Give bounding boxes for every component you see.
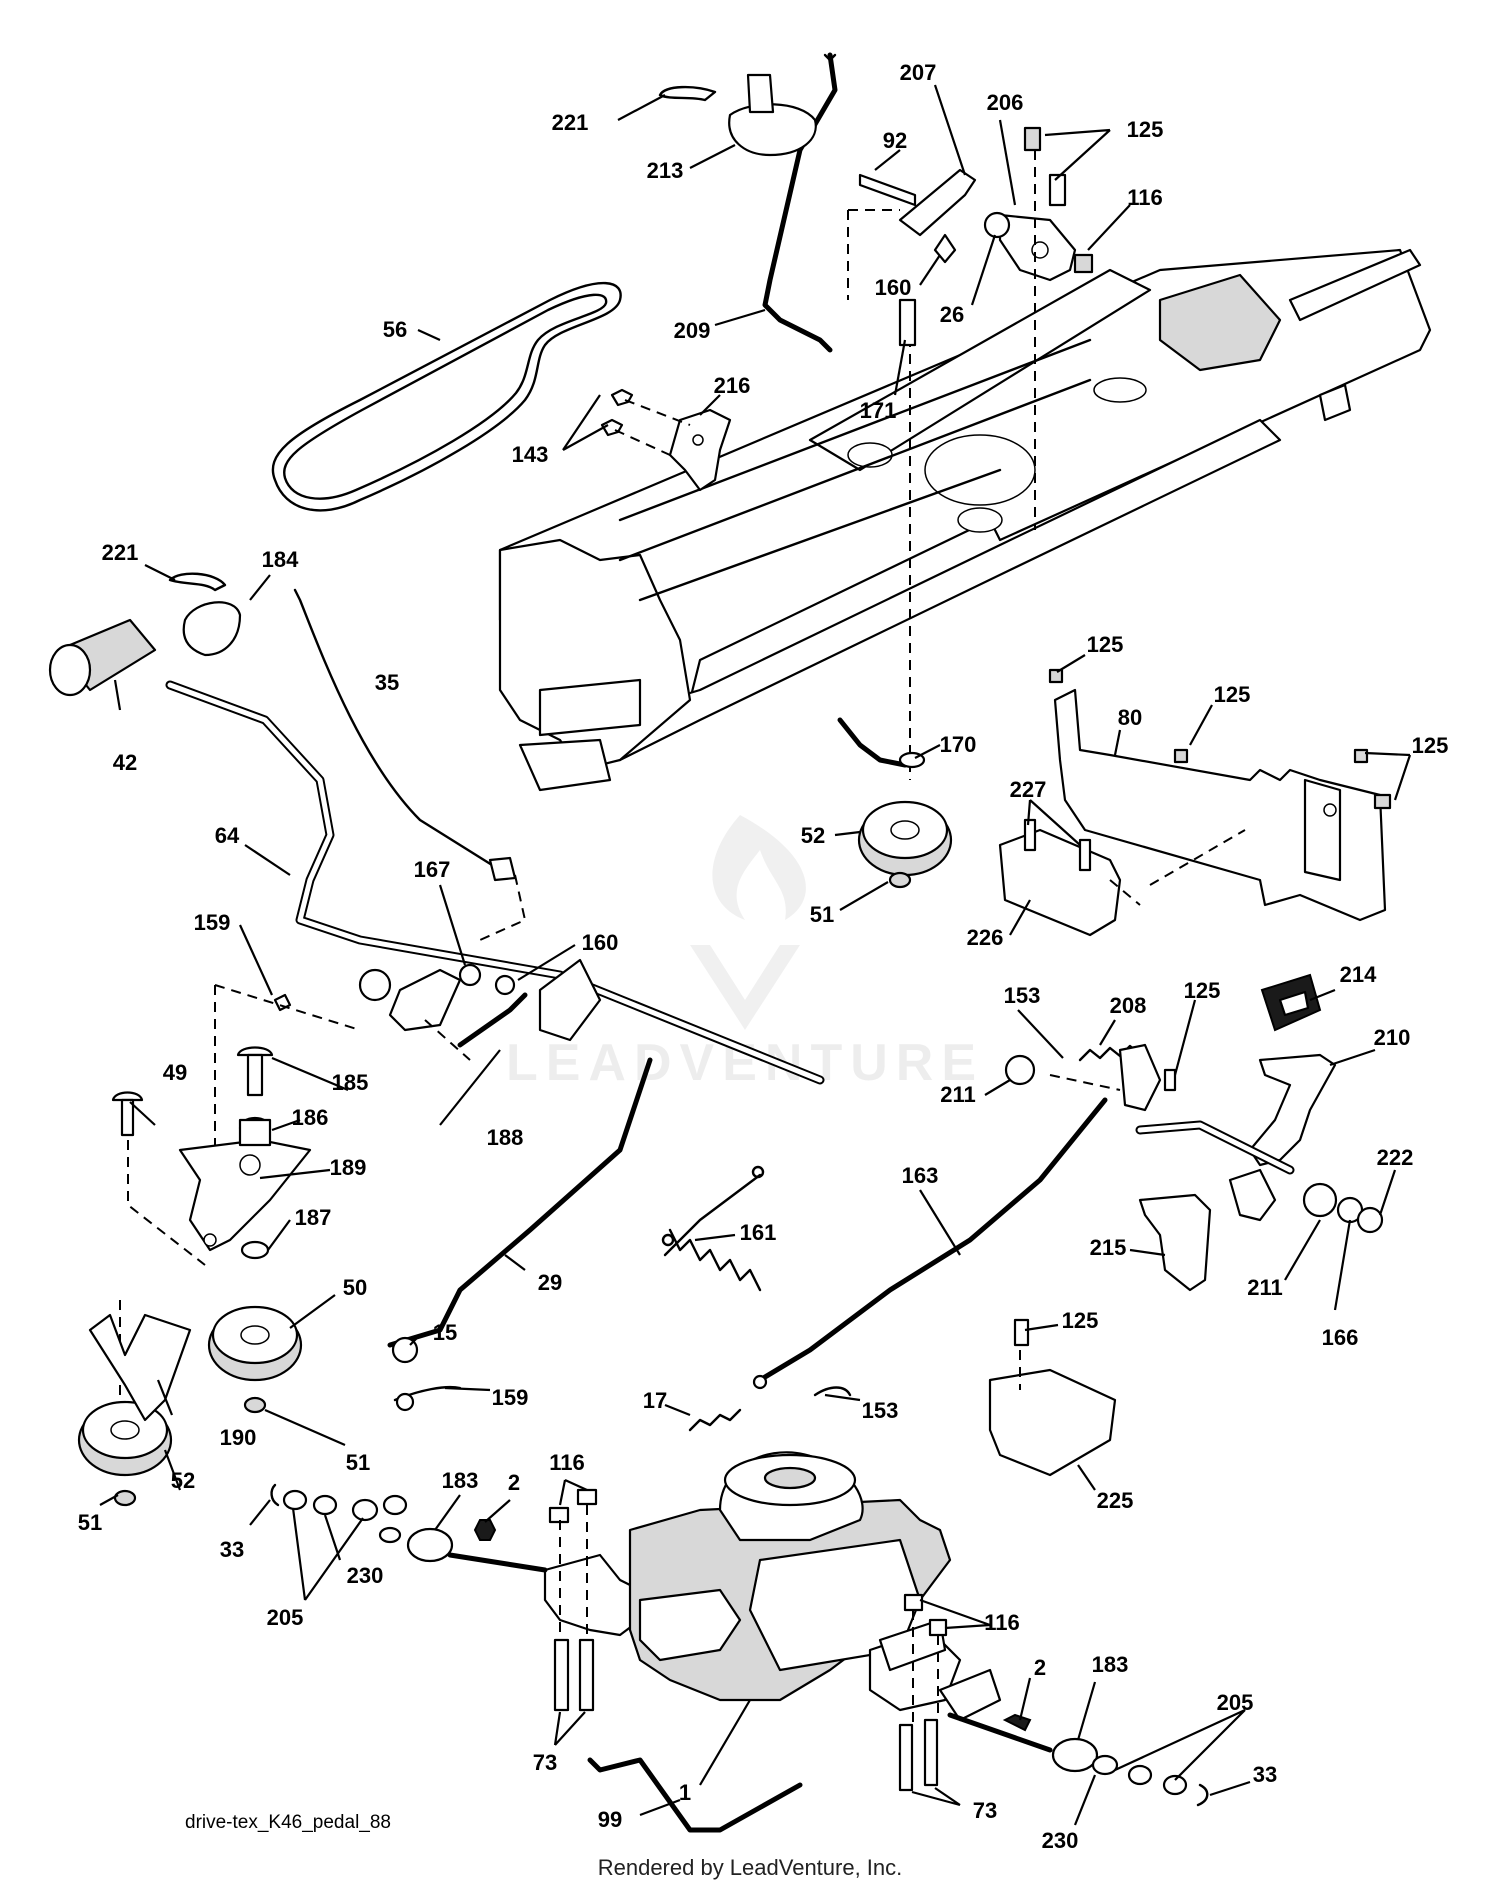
callout-190: 190	[220, 1425, 257, 1450]
callout-1: 1	[679, 1780, 691, 1805]
callout-35: 35	[375, 670, 399, 695]
callout-2-b: 2	[1034, 1655, 1046, 1680]
callout-51-b: 51	[346, 1450, 370, 1475]
callout-189: 189	[330, 1155, 367, 1180]
callout-221-b: 221	[102, 540, 139, 565]
callout-205-b: 205	[1217, 1690, 1254, 1715]
callout-227: 227	[1010, 777, 1047, 802]
callout-216: 216	[714, 373, 751, 398]
callout-161: 161	[740, 1220, 777, 1245]
callout-56: 56	[383, 317, 407, 342]
callout-153-b: 153	[862, 1398, 899, 1423]
callout-170: 170	[940, 732, 977, 757]
callout-125-d: 125	[1412, 733, 1449, 758]
callout-210: 210	[1374, 1025, 1411, 1050]
callout-29: 29	[538, 1270, 562, 1295]
transaxle	[270, 1451, 1209, 1833]
callout-92: 92	[883, 128, 907, 153]
callout-222: 222	[1377, 1145, 1414, 1170]
callout-125-f: 125	[1062, 1308, 1099, 1333]
callout-80: 80	[1118, 705, 1142, 730]
callout-206: 206	[987, 90, 1024, 115]
callout-215: 215	[1090, 1235, 1127, 1260]
callout-153-a: 153	[1004, 983, 1041, 1008]
drive-belt	[271, 281, 622, 512]
callout-230-a: 230	[347, 1563, 384, 1588]
callout-116-a: 116	[1127, 185, 1163, 210]
callout-188: 188	[487, 1125, 524, 1150]
callout-221: 221	[552, 110, 589, 135]
leader-lines	[99, 84, 1412, 1826]
callout-26: 26	[940, 302, 964, 327]
diagram-name: drive-tex_K46_pedal_88	[185, 1812, 391, 1833]
callout-159-b: 159	[492, 1385, 529, 1410]
footer-credit: Rendered by LeadVenture, Inc.	[598, 1855, 903, 1880]
callout-125-c: 125	[1214, 682, 1251, 707]
callout-225: 225	[1097, 1488, 1134, 1513]
callout-labels: 221 213 207 206 92 125 116 160 26 56 209…	[78, 60, 1449, 1853]
upper-linkage	[600, 52, 1094, 780]
callout-207: 207	[900, 60, 937, 85]
callout-33-a: 33	[220, 1537, 244, 1562]
callout-15: 15	[433, 1320, 457, 1345]
callout-163: 163	[902, 1163, 939, 1188]
callout-185: 185	[332, 1070, 369, 1095]
callout-184: 184	[262, 547, 299, 572]
callout-2-a: 2	[508, 1470, 520, 1495]
callout-33-b: 33	[1253, 1762, 1277, 1787]
callout-183-b: 183	[1092, 1652, 1129, 1677]
callout-73-a: 73	[533, 1750, 557, 1775]
callout-64: 64	[215, 823, 240, 848]
callout-214: 214	[1340, 962, 1377, 987]
callout-183-a: 183	[442, 1468, 479, 1493]
callout-205-a: 205	[267, 1605, 304, 1630]
callout-52-a: 52	[801, 823, 825, 848]
callout-42: 42	[113, 750, 137, 775]
callout-187: 187	[295, 1205, 332, 1230]
callout-213: 213	[647, 158, 684, 183]
callout-116-b: 116	[549, 1450, 585, 1475]
callout-208: 208	[1110, 993, 1147, 1018]
callout-143: 143	[512, 442, 549, 467]
callout-99: 99	[598, 1807, 622, 1832]
callout-226: 226	[967, 925, 1004, 950]
callout-17: 17	[643, 1388, 667, 1413]
callout-49: 49	[163, 1060, 187, 1085]
watermark: LEADVENTURE	[506, 815, 984, 1092]
callout-160-b: 160	[582, 930, 619, 955]
callout-73-b: 73	[973, 1798, 997, 1823]
callout-51-a: 51	[810, 902, 834, 927]
idler-pulleys-left	[77, 1046, 312, 1507]
right-pedal-assembly	[688, 973, 1384, 1432]
callout-125-e: 125	[1184, 978, 1221, 1003]
callout-166: 166	[1322, 1325, 1359, 1350]
callout-211-a: 211	[940, 1082, 976, 1107]
callout-51-c: 51	[78, 1510, 102, 1535]
callout-50: 50	[343, 1275, 367, 1300]
watermark-text: LEADVENTURE	[506, 1034, 984, 1092]
callout-186: 186	[292, 1105, 329, 1130]
callout-125-b: 125	[1087, 632, 1124, 657]
callout-230-b: 230	[1042, 1828, 1079, 1853]
callout-211-b: 211	[1247, 1275, 1283, 1300]
callout-209: 209	[674, 318, 711, 343]
callout-159-a: 159	[194, 910, 231, 935]
callout-52-b: 52	[171, 1468, 195, 1493]
left-pedal-assembly	[48, 572, 825, 1412]
callout-160-a: 160	[875, 275, 912, 300]
frame-assembly	[498, 248, 1432, 792]
right-brackets	[988, 668, 1392, 1477]
callout-167: 167	[414, 857, 451, 882]
callout-116-c: 116	[984, 1610, 1020, 1635]
center-idler	[837, 717, 953, 889]
callout-171: 171	[860, 398, 897, 423]
callout-125-a: 125	[1127, 117, 1164, 142]
